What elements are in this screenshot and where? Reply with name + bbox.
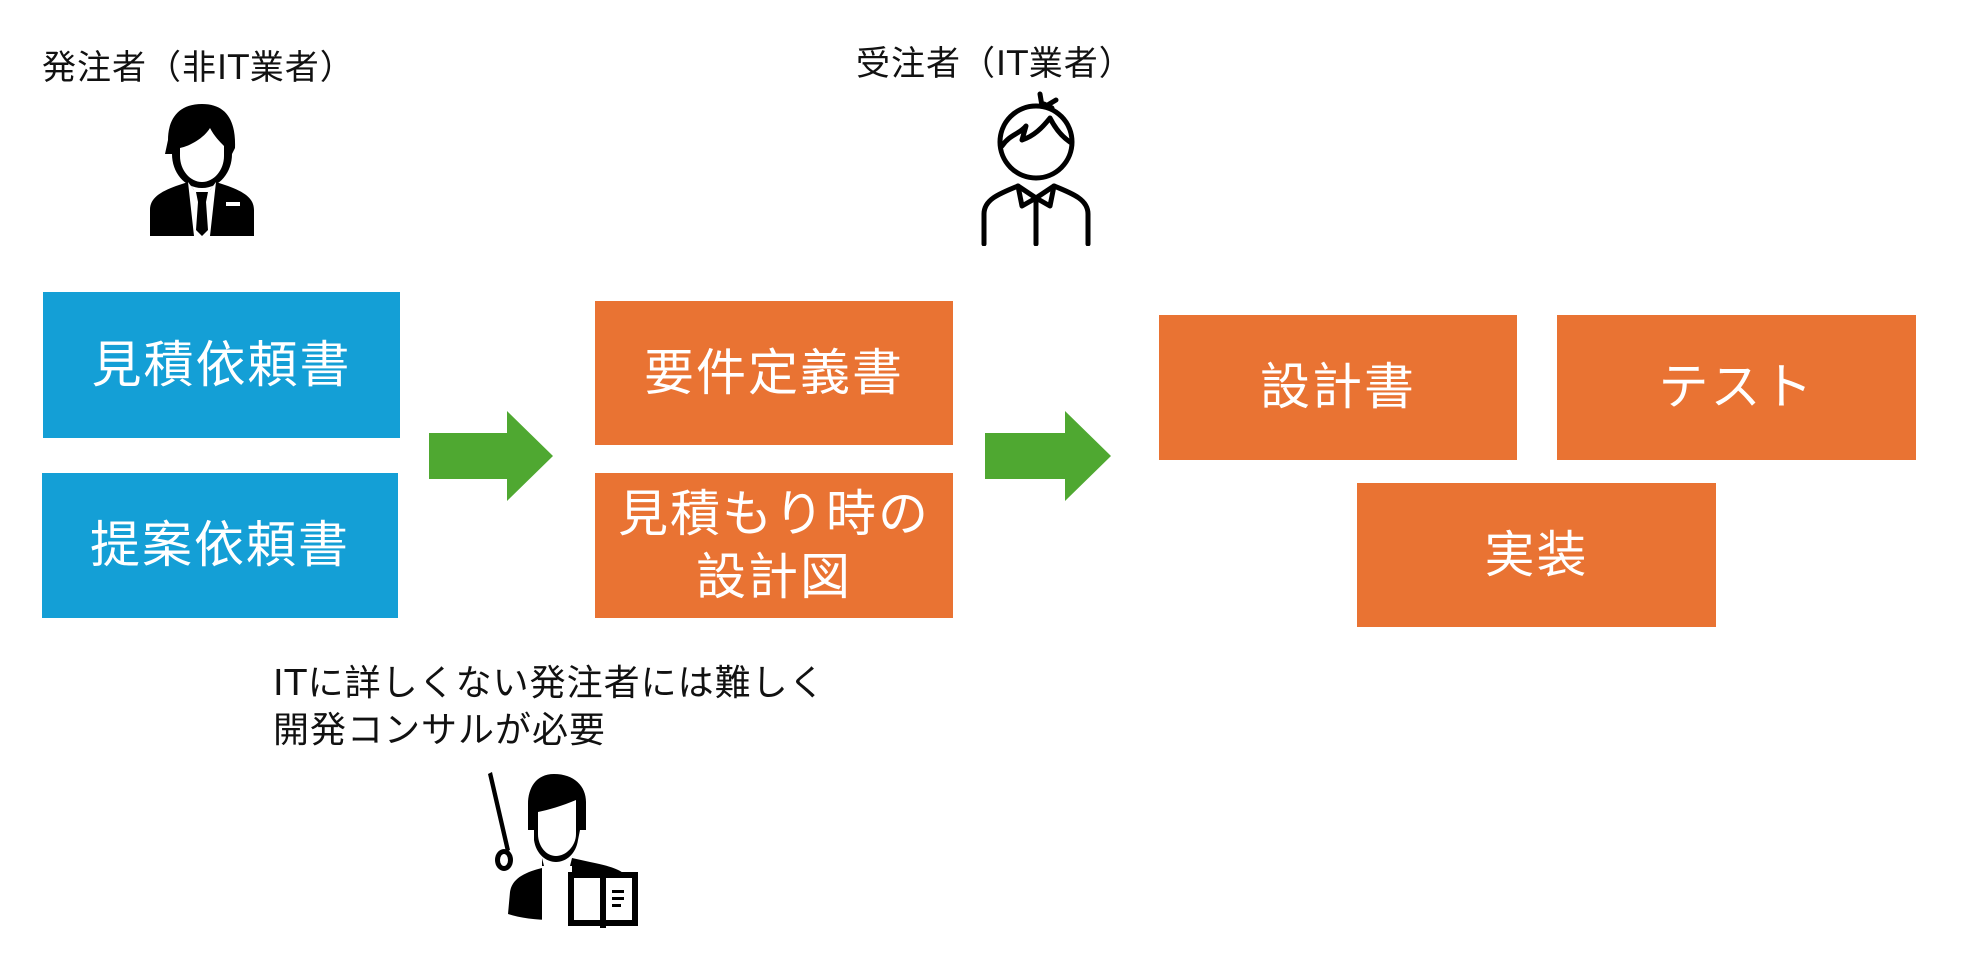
businessman-icon (150, 104, 254, 236)
test-phase-label: テスト (1658, 358, 1815, 417)
arrow-1-shape (429, 411, 553, 501)
proposal-request-doc: 提案依頼書 (42, 473, 398, 618)
estimate-design-drawing-line1: 見積もり時の (618, 485, 930, 543)
implementation-phase-label: 実装 (1484, 525, 1589, 584)
requirements-definition-doc: 要件定義書 (595, 301, 953, 445)
consultant-note: ITに詳しくない発注者には難しく 開発コンサルが必要 (273, 660, 826, 754)
proposal-request-doc-label: 提案依頼書 (90, 516, 350, 575)
estimate-design-drawing-line2: 設計図 (696, 547, 852, 606)
requirements-definition-doc-label: 要件定義書 (644, 343, 904, 402)
right-arrow-icon (985, 411, 1111, 501)
test-phase: テスト (1557, 315, 1916, 460)
arrow-2-shape (985, 411, 1111, 501)
design-doc-phase: 設計書 (1159, 315, 1517, 460)
estimate-request-doc: 見積依頼書 (43, 292, 400, 438)
right-arrow-icon (429, 411, 553, 501)
teacher-with-book-icon (488, 772, 638, 928)
estimate-design-drawing-doc: 見積もり時の 設計図 (595, 473, 953, 618)
consultant-note-line2: 開発コンサルが必要 (273, 710, 607, 751)
person-outline-icon (981, 91, 1091, 246)
estimate-request-doc-label: 見積依頼書 (91, 335, 352, 394)
implementation-phase: 実装 (1357, 483, 1716, 627)
vendor-label: 受注者（IT業者） (856, 44, 1134, 84)
client-label: 発注者（非IT業者） (42, 48, 355, 88)
consultant-note-line1: ITに詳しくない発注者には難しく (273, 663, 826, 704)
design-doc-phase-label: 設計書 (1260, 358, 1416, 417)
